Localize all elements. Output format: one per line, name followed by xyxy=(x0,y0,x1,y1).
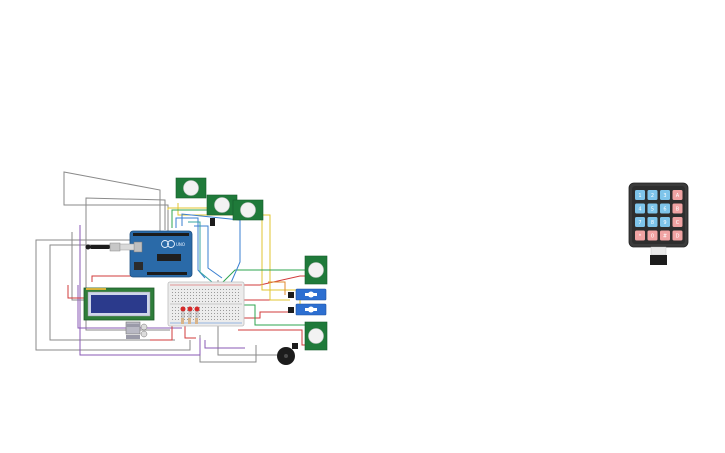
keypad-key-label: 9 xyxy=(663,220,666,226)
keypad-keys: 1 2 3 A 4 5 6 B 7 8 9 C * 0 # D xyxy=(635,190,683,241)
led-3[interactable] xyxy=(194,306,200,319)
keypad-key-3-2[interactable]: # xyxy=(660,230,670,241)
keypad-key-1-0[interactable]: 4 xyxy=(635,203,645,214)
lcd-screen xyxy=(91,295,147,313)
servo-1[interactable] xyxy=(288,288,327,301)
keypad-key-1-1[interactable]: 5 xyxy=(647,203,658,214)
keypad-key-label: 2 xyxy=(651,193,654,199)
keypad-ribbon xyxy=(650,246,667,265)
keypad-key-1-2[interactable]: 6 xyxy=(660,203,670,214)
keypad-key-2-1[interactable]: 8 xyxy=(647,217,658,227)
keypad-key-label: 6 xyxy=(663,207,666,213)
wires-orange xyxy=(268,281,286,295)
keypad-key-3-3[interactable]: D xyxy=(672,230,683,241)
lcd-16x2[interactable] xyxy=(83,287,155,321)
keypad-key-label: 1 xyxy=(638,193,641,199)
keypad-key-label: B xyxy=(676,207,680,213)
atmega-chip xyxy=(157,254,181,261)
keypad-key-label: 4 xyxy=(638,207,641,213)
keypad-key-label: 8 xyxy=(651,220,654,226)
keypad-key-label: * xyxy=(639,234,642,240)
piezo-buzzer[interactable] xyxy=(277,343,298,365)
small-sensor[interactable] xyxy=(210,218,215,226)
led-2[interactable] xyxy=(187,306,193,319)
pir-sensor-2[interactable] xyxy=(206,194,238,216)
lcd-pins xyxy=(86,288,106,290)
potentiometer[interactable] xyxy=(125,321,148,339)
keypad-key-label: D xyxy=(676,234,680,240)
keypad-key-2-2[interactable]: 9 xyxy=(660,217,670,227)
keypad-key-0-1[interactable]: 2 xyxy=(647,190,658,200)
keypad-key-label: C xyxy=(676,220,680,226)
pir-sensor-4[interactable] xyxy=(304,255,328,285)
pir-sensor-3[interactable] xyxy=(232,199,264,221)
keypad-key-3-1[interactable]: 0 xyxy=(647,230,658,241)
led-1[interactable] xyxy=(180,306,186,319)
usb-cable[interactable] xyxy=(85,242,135,252)
power-jack xyxy=(134,262,143,270)
arduino-logo-icon xyxy=(161,240,169,248)
keypad-key-0-2[interactable]: 3 xyxy=(660,190,670,200)
keypad-key-label: 5 xyxy=(651,207,654,213)
servo-2[interactable] xyxy=(288,303,327,316)
wires-purple xyxy=(77,225,245,356)
pir-sensor-1[interactable] xyxy=(175,177,207,199)
arduino-logo-text: UNO xyxy=(176,242,185,247)
keypad-key-label: # xyxy=(663,234,667,240)
keypad-key-0-3[interactable]: A xyxy=(672,190,683,200)
keypad-key-label: 3 xyxy=(663,193,666,199)
keypad-4x4[interactable]: 1 2 3 A 4 5 6 B 7 8 9 C * 0 # D xyxy=(628,182,689,265)
keypad-key-label: 7 xyxy=(638,220,641,226)
arduino-uno[interactable]: UNO xyxy=(129,230,193,278)
keypad-key-2-0[interactable]: 7 xyxy=(635,217,645,227)
arduino-header-top xyxy=(133,233,189,236)
resistors xyxy=(181,318,198,324)
keypad-key-3-0[interactable]: * xyxy=(635,230,645,241)
keypad-key-2-3[interactable]: C xyxy=(672,217,683,227)
usb-port xyxy=(133,241,143,253)
keypad-key-label: A xyxy=(676,193,680,199)
breadboard[interactable] xyxy=(167,281,245,327)
keypad-key-label: 0 xyxy=(651,234,654,240)
wires-teal xyxy=(188,221,213,283)
keypad-key-1-3[interactable]: B xyxy=(672,203,683,214)
keypad-key-0-0[interactable]: 1 xyxy=(635,190,645,200)
pir-sensor-5[interactable] xyxy=(304,321,328,351)
arduino-header-bottom xyxy=(147,272,187,275)
arduino-logo-icon-right xyxy=(167,240,175,248)
